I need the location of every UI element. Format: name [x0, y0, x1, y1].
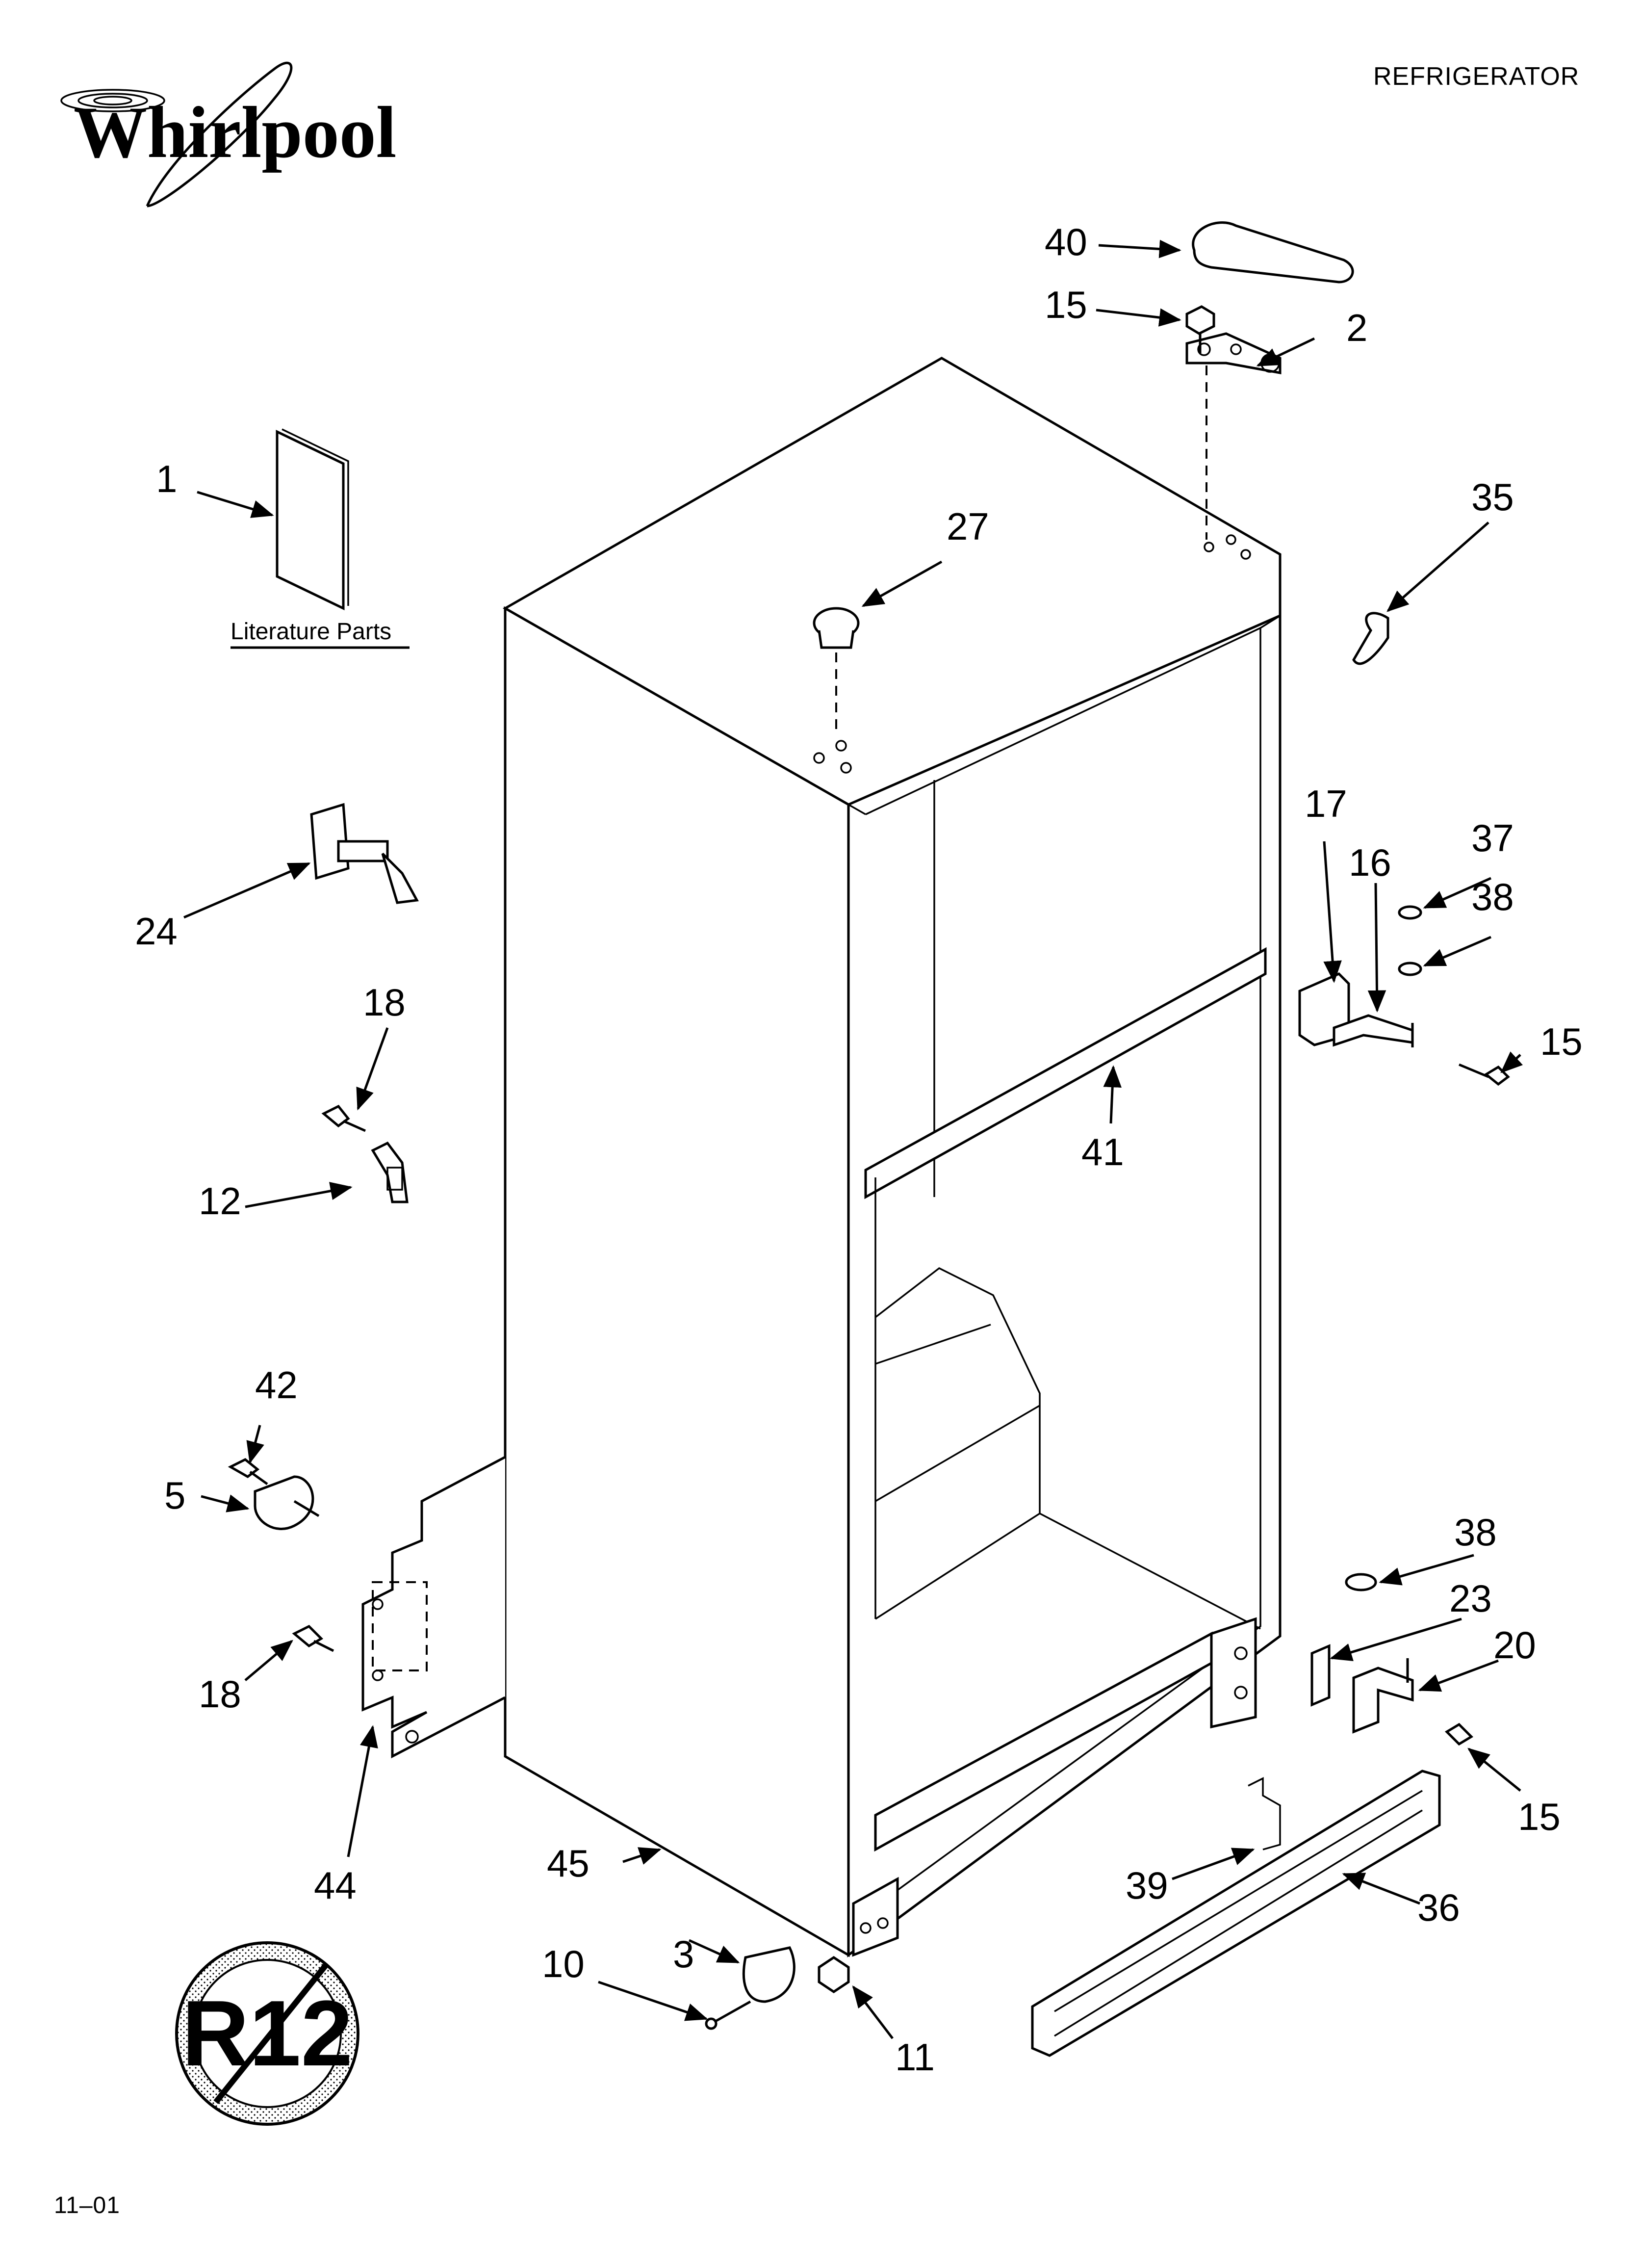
whirlpool-logo: Whirlpool [60, 61, 396, 208]
callout-24: 24 [135, 910, 178, 953]
callout-23: 23 [1449, 1577, 1492, 1620]
callout-3: 3 [673, 1932, 694, 1976]
callout-15b: 15 [1540, 1020, 1583, 1063]
hinge-shim [1310, 1644, 1331, 1707]
callout-27: 27 [947, 505, 989, 548]
no-r12-badge: R12 [175, 1941, 359, 2126]
callout-39: 39 [1126, 1864, 1168, 1907]
callout-12: 12 [199, 1179, 241, 1223]
tubing-clamp [254, 1475, 320, 1530]
callout-36: 36 [1417, 1886, 1460, 1929]
revision-date: 11–01 [54, 2192, 120, 2218]
callout-35: 35 [1471, 475, 1514, 519]
callout-45: 45 [547, 1842, 590, 1885]
callout-37: 37 [1471, 816, 1514, 860]
callout-18b: 18 [199, 1672, 241, 1716]
refrigerator-cabinet [502, 357, 1282, 1957]
callout-20: 20 [1493, 1623, 1536, 1667]
top-plug-button [813, 607, 860, 736]
callout-10: 10 [542, 1942, 585, 1985]
clamp-screw [228, 1458, 268, 1486]
top-hinge-cover [1192, 221, 1354, 284]
hinge-washer-38-lower [1345, 1573, 1377, 1591]
callout-15c: 15 [1518, 1795, 1561, 1838]
callout-18a: 18 [363, 981, 406, 1024]
callout-5: 5 [164, 1474, 185, 1517]
hinge-screw-mid [1459, 1063, 1510, 1086]
hinge-screw-bottom [1444, 1722, 1474, 1746]
door-stop [310, 803, 419, 904]
hinge-washer-37 [1398, 905, 1422, 920]
center-hinge [1333, 1014, 1414, 1047]
grille-clip [1248, 1777, 1281, 1851]
toe-grille [1031, 1770, 1441, 2057]
callout-11: 11 [895, 2035, 935, 2079]
panel-screw [292, 1624, 334, 1652]
hinge-washer-38-upper [1398, 962, 1422, 976]
literature-label: Literature Parts [231, 619, 391, 645]
callout-38b: 38 [1454, 1511, 1497, 1554]
rear-cover-panel [361, 1456, 506, 1759]
mounting-clip [371, 1141, 409, 1203]
leader-lines [183, 239, 1523, 2039]
callout-1: 1 [156, 457, 177, 500]
callout-44: 44 [314, 1864, 357, 1907]
hinge-pin-cap [1352, 612, 1389, 665]
callouts: 1 2 3 5 10 11 12 15 15 15 16 17 18 18 20… [135, 220, 1583, 2079]
hinge-screw-top [1185, 305, 1215, 353]
callout-40: 40 [1045, 220, 1087, 263]
leveling-roller [705, 1946, 795, 2030]
callout-16: 16 [1349, 841, 1391, 884]
clip-screw [321, 1104, 366, 1132]
callout-2: 2 [1346, 306, 1367, 349]
bottom-hinge [1352, 1658, 1414, 1734]
logo-wordmark: Whirlpool [74, 92, 396, 173]
literature-booklet: Literature Parts [231, 428, 410, 649]
callout-38a: 38 [1471, 875, 1514, 918]
page-title: REFRIGERATOR [1373, 62, 1580, 91]
callout-17: 17 [1305, 782, 1347, 825]
callout-15a: 15 [1045, 283, 1087, 326]
leveling-screw [818, 1955, 850, 1994]
callout-42: 42 [255, 1363, 298, 1407]
callout-41: 41 [1081, 1130, 1124, 1173]
